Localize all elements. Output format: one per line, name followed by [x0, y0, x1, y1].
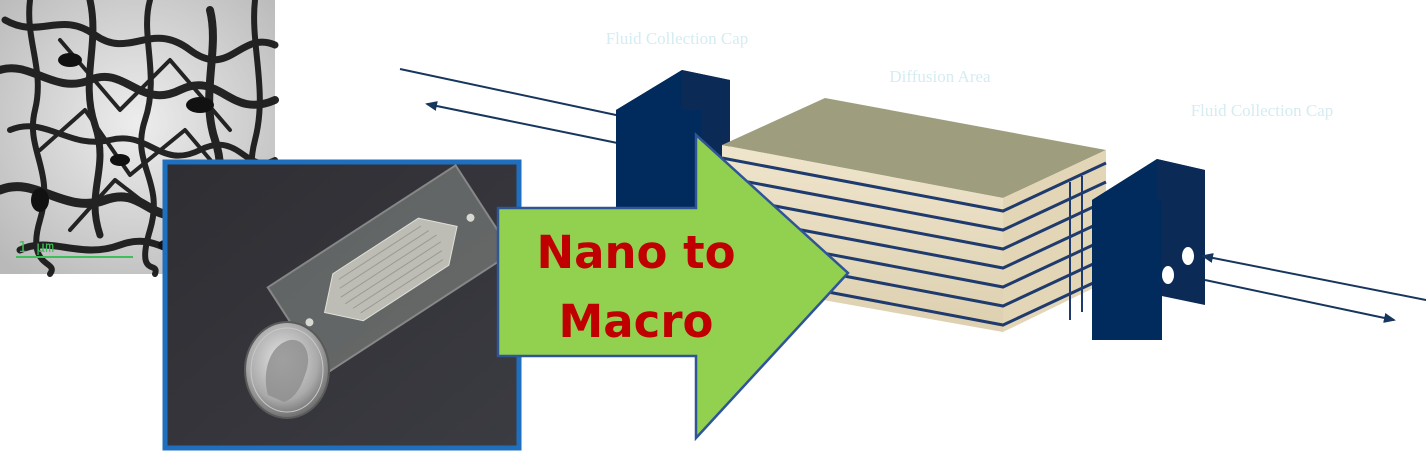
inflow-arrow-right — [1201, 253, 1426, 301]
dime-coin — [244, 321, 330, 419]
device-photo — [162, 159, 522, 451]
flow-lines-left — [399, 68, 633, 147]
flow-lines-right — [1201, 253, 1426, 323]
scale-bar-label: 1 μm — [18, 238, 54, 256]
nano-to-macro-arrow: Nano to Macro — [496, 132, 850, 442]
port-hole — [1182, 247, 1194, 265]
right-collection-cap — [1092, 159, 1205, 340]
diffusion-block — [721, 98, 1107, 332]
layer-edges — [1069, 176, 1083, 320]
label-fluid-collection-cap-left: Fluid Collection Cap — [606, 29, 749, 48]
arrow-text-line1: Nano to — [536, 226, 735, 279]
outflow-arrow-right — [1204, 279, 1396, 323]
port-hole — [1162, 266, 1174, 284]
outflow-arrow-left — [425, 101, 633, 147]
label-fluid-collection-cap-right: Fluid Collection Cap — [1191, 101, 1334, 120]
block-top — [722, 98, 1106, 198]
membrane-layers — [721, 156, 1107, 327]
arrow-text-line2: Macro — [559, 295, 714, 348]
label-diffusion-area: Diffusion Area — [889, 67, 991, 86]
inflow-line-left — [399, 68, 631, 119]
